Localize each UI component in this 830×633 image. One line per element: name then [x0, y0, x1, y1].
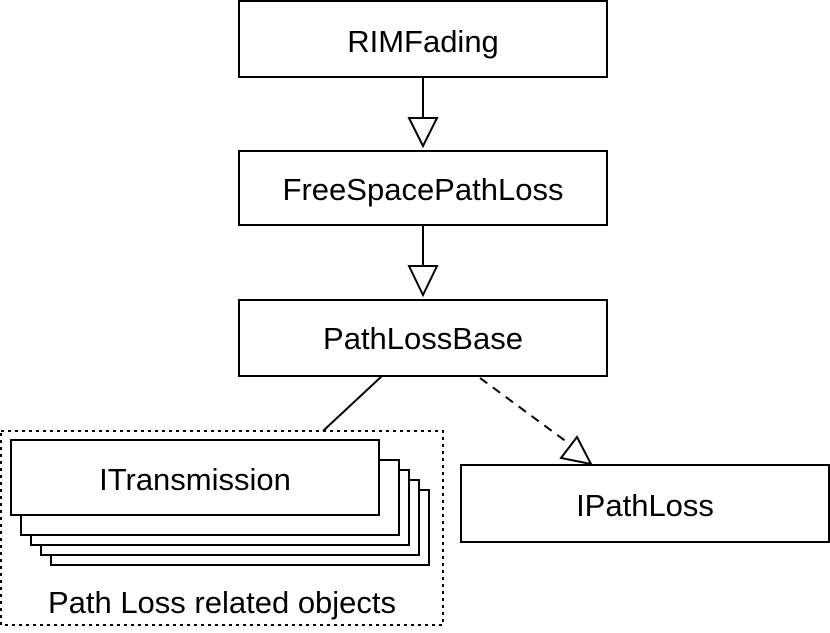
node-i-transmission-label: ITransmission	[99, 462, 291, 497]
node-rim-fading: RIMFading	[238, 0, 608, 78]
inheritance-arrowhead	[407, 265, 439, 298]
edge-pathlossbase-to-itransmission	[322, 375, 383, 432]
node-free-space-path-loss-label: FreeSpacePathLoss	[283, 172, 564, 207]
edge-rimfading-to-freespacepathloss	[407, 77, 439, 149]
inheritance-arrowhead	[407, 117, 439, 149]
group-label: Path Loss related objects	[48, 585, 396, 620]
node-i-transmission: ITransmission	[10, 439, 380, 516]
node-rim-fading-label: RIMFading	[347, 24, 499, 59]
node-path-loss-base-label: PathLossBase	[323, 321, 523, 356]
realization-arrowhead	[559, 435, 593, 466]
node-i-path-loss-label: IPathLoss	[576, 488, 714, 523]
node-path-loss-base: PathLossBase	[238, 299, 608, 377]
node-free-space-path-loss: FreeSpacePathLoss	[238, 150, 608, 226]
edge-freespacepathloss-to-pathlossbase	[407, 225, 439, 298]
path-loss-objects-group: ITransmission Path Loss related objects	[0, 430, 444, 626]
edge-pathlossbase-to-ipathloss	[479, 377, 593, 466]
node-i-path-loss: IPathLoss	[460, 464, 830, 543]
